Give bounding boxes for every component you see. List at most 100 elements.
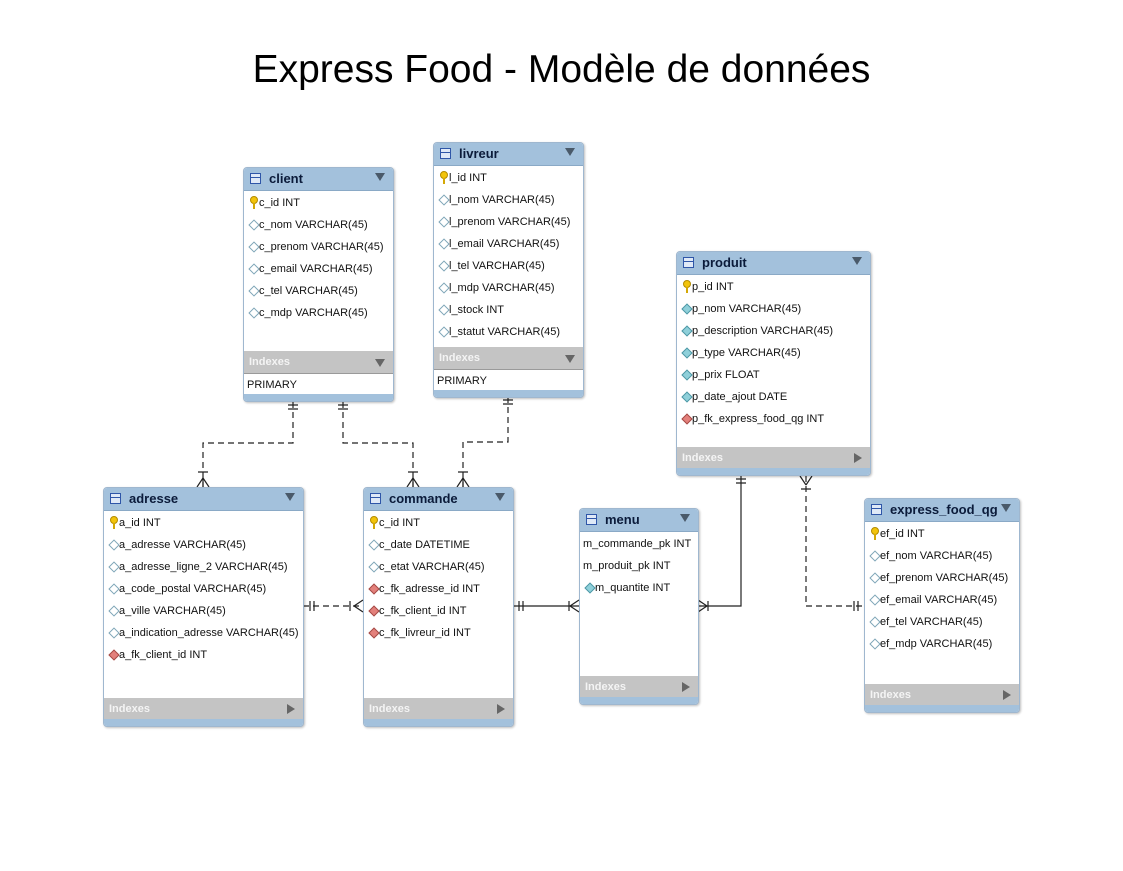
not-null-diamond-icon bbox=[681, 369, 693, 381]
column-row[interactable]: p_type VARCHAR(45) bbox=[677, 342, 870, 364]
column-diamond-icon bbox=[248, 285, 260, 297]
column-row[interactable]: c_prenom VARCHAR(45) bbox=[244, 236, 393, 258]
column-label: p_nom VARCHAR(45) bbox=[692, 303, 802, 315]
table-header[interactable]: produit bbox=[677, 252, 870, 275]
column-row[interactable]: c_tel VARCHAR(45) bbox=[244, 280, 393, 302]
column-label: p_id INT bbox=[692, 281, 734, 293]
column-row[interactable]: a_fk_client_id INT bbox=[104, 644, 303, 666]
column-row[interactable]: p_prix FLOAT bbox=[677, 364, 870, 386]
column-row[interactable]: l_mdp VARCHAR(45) bbox=[434, 277, 583, 299]
index-row[interactable]: PRIMARY bbox=[244, 373, 393, 396]
column-diamond-icon bbox=[368, 539, 380, 551]
table-produit[interactable]: produit p_id INT p_nom VARCHAR(45) p_descr… bbox=[676, 251, 871, 476]
column-diamond-icon bbox=[869, 572, 881, 584]
column-row[interactable]: c_fk_adresse_id INT bbox=[364, 578, 513, 600]
primary-key-icon bbox=[871, 527, 879, 540]
column-row[interactable]: c_etat VARCHAR(45) bbox=[364, 556, 513, 578]
expand-arrow-icon[interactable] bbox=[287, 704, 295, 714]
column-row[interactable]: c_fk_client_id INT bbox=[364, 600, 513, 622]
indexes-section[interactable]: Indexes bbox=[434, 347, 583, 369]
column-row[interactable]: c_id INT bbox=[364, 512, 513, 534]
table-header[interactable]: menu bbox=[580, 509, 698, 532]
collapse-arrow-icon[interactable] bbox=[1001, 504, 1011, 512]
collapse-arrow-icon[interactable] bbox=[565, 355, 575, 363]
column-row[interactable]: m_quantite INT bbox=[580, 577, 698, 599]
column-row[interactable]: l_id INT bbox=[434, 167, 583, 189]
column-row[interactable]: c_fk_livreur_id INT bbox=[364, 622, 513, 644]
index-row[interactable]: PRIMARY bbox=[434, 369, 583, 392]
column-row[interactable]: ef_prenom VARCHAR(45) bbox=[865, 567, 1019, 589]
column-row[interactable]: p_fk_express_food_qg INT bbox=[677, 408, 870, 430]
column-label: c_fk_livreur_id INT bbox=[379, 627, 471, 639]
column-label: p_fk_express_food_qg INT bbox=[692, 413, 825, 425]
column-row[interactable]: c_date DATETIME bbox=[364, 534, 513, 556]
column-row[interactable]: ef_id INT bbox=[865, 523, 1019, 545]
column-row[interactable]: ef_nom VARCHAR(45) bbox=[865, 545, 1019, 567]
column-row[interactable]: l_prenom VARCHAR(45) bbox=[434, 211, 583, 233]
indexes-section[interactable]: Indexes bbox=[580, 676, 698, 698]
column-row[interactable]: a_adresse_ligne_2 VARCHAR(45) bbox=[104, 556, 303, 578]
column-row[interactable]: a_ville VARCHAR(45) bbox=[104, 600, 303, 622]
expand-arrow-icon[interactable] bbox=[1003, 690, 1011, 700]
table-header[interactable]: commande bbox=[364, 488, 513, 511]
indexes-section[interactable]: Indexes bbox=[104, 698, 303, 720]
column-row[interactable]: ef_tel VARCHAR(45) bbox=[865, 611, 1019, 633]
table-icon bbox=[250, 173, 261, 184]
collapse-arrow-icon[interactable] bbox=[375, 359, 385, 367]
indexes-section[interactable]: Indexes bbox=[244, 351, 393, 373]
column-diamond-icon bbox=[438, 194, 450, 206]
table-header[interactable]: livreur bbox=[434, 143, 583, 166]
column-row[interactable]: p_nom VARCHAR(45) bbox=[677, 298, 870, 320]
column-row[interactable]: p_id INT bbox=[677, 276, 870, 298]
column-row[interactable]: c_mdp VARCHAR(45) bbox=[244, 302, 393, 324]
column-row[interactable]: ef_mdp VARCHAR(45) bbox=[865, 633, 1019, 655]
column-row[interactable]: a_id INT bbox=[104, 512, 303, 534]
indexes-section[interactable]: Indexes bbox=[364, 698, 513, 720]
column-row[interactable]: a_code_postal VARCHAR(45) bbox=[104, 578, 303, 600]
table-name: commande bbox=[389, 491, 458, 506]
column-label: p_date_ajout DATE bbox=[692, 391, 788, 403]
column-diamond-icon bbox=[869, 638, 881, 650]
collapse-arrow-icon[interactable] bbox=[565, 148, 575, 156]
column-row[interactable]: c_id INT bbox=[244, 192, 393, 214]
collapse-arrow-icon[interactable] bbox=[285, 493, 295, 501]
collapse-arrow-icon[interactable] bbox=[375, 173, 385, 181]
collapse-arrow-icon[interactable] bbox=[495, 493, 505, 501]
column-row[interactable]: m_produit_pk INT bbox=[580, 555, 698, 577]
table-header[interactable]: adresse bbox=[104, 488, 303, 511]
collapse-arrow-icon[interactable] bbox=[680, 514, 690, 522]
column-label: a_indication_adresse VARCHAR(45) bbox=[119, 627, 299, 639]
expand-arrow-icon[interactable] bbox=[497, 704, 505, 714]
column-row[interactable]: p_description VARCHAR(45) bbox=[677, 320, 870, 342]
indexes-section[interactable]: Indexes bbox=[677, 447, 870, 469]
column-row[interactable]: c_email VARCHAR(45) bbox=[244, 258, 393, 280]
column-diamond-icon bbox=[108, 605, 120, 617]
column-row[interactable]: a_adresse VARCHAR(45) bbox=[104, 534, 303, 556]
column-row[interactable]: m_commande_pk INT bbox=[580, 533, 698, 555]
collapse-arrow-icon[interactable] bbox=[852, 257, 862, 265]
table-header[interactable]: client bbox=[244, 168, 393, 191]
column-row[interactable]: ef_email VARCHAR(45) bbox=[865, 589, 1019, 611]
column-row[interactable]: l_statut VARCHAR(45) bbox=[434, 321, 583, 343]
indexes-section[interactable]: Indexes bbox=[865, 684, 1019, 706]
column-row[interactable]: l_email VARCHAR(45) bbox=[434, 233, 583, 255]
primary-key-icon bbox=[250, 196, 258, 209]
column-row[interactable]: p_date_ajout DATE bbox=[677, 386, 870, 408]
expand-arrow-icon[interactable] bbox=[854, 453, 862, 463]
column-label: m_commande_pk INT bbox=[583, 538, 692, 550]
column-row[interactable]: a_indication_adresse VARCHAR(45) bbox=[104, 622, 303, 644]
column-row[interactable]: l_nom VARCHAR(45) bbox=[434, 189, 583, 211]
table-header[interactable]: express_food_qg bbox=[865, 499, 1019, 522]
expand-arrow-icon[interactable] bbox=[682, 682, 690, 692]
column-row[interactable]: c_nom VARCHAR(45) bbox=[244, 214, 393, 236]
column-row[interactable]: l_stock INT bbox=[434, 299, 583, 321]
column-label: l_email VARCHAR(45) bbox=[449, 238, 560, 250]
foreign-key-diamond-icon bbox=[368, 583, 380, 595]
column-row[interactable]: l_tel VARCHAR(45) bbox=[434, 255, 583, 277]
